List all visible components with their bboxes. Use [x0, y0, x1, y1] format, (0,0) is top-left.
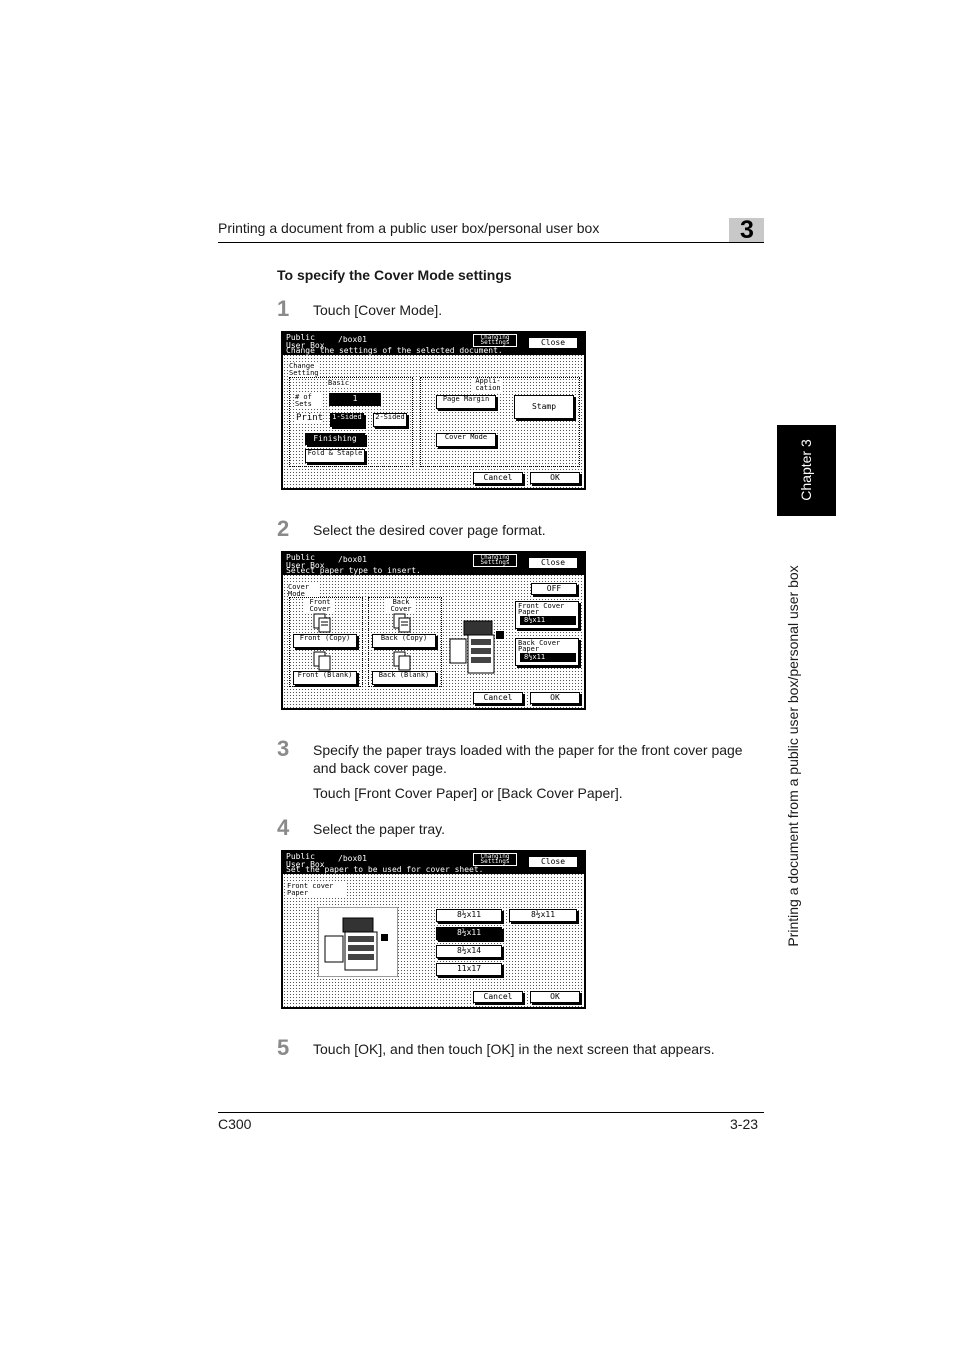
footer-page-number: 3-23: [730, 1116, 759, 1132]
back-cover-paper-size: 8½x11: [520, 653, 576, 662]
back-copy-icon: [393, 613, 411, 633]
back-blank-button[interactable]: Back (Blank): [372, 671, 436, 685]
step-text: Select the paper tray.: [313, 821, 446, 837]
screen-title-bar: Public User Box /box01 Changing Settings…: [283, 553, 584, 575]
one-sided-button[interactable]: 1-Sided: [330, 413, 364, 427]
back-copy-button[interactable]: Back (Copy): [372, 634, 436, 648]
front-blank-icon: [313, 651, 331, 671]
application-panel: [420, 377, 580, 467]
close-button[interactable]: Close: [528, 557, 578, 569]
step-number: 4: [277, 815, 290, 840]
cover-mode-label: Cover Mode: [288, 584, 318, 598]
screen-title-bar: Public User Box /box01 Changing Settings…: [283, 333, 584, 355]
front-cover-paper-size: 8½x11: [520, 616, 576, 625]
screen-cover-mode: Public User Box /box01 Changing Settings…: [281, 551, 586, 710]
box-path: /box01: [338, 335, 367, 344]
box-path: /box01: [338, 555, 367, 564]
back-blank-icon: [393, 651, 411, 671]
front-cover-paper-button[interactable]: Front Cover Paper 8½x11: [515, 601, 579, 629]
close-button[interactable]: Close: [528, 856, 578, 868]
back-cover-paper-button[interactable]: Back Cover Paper 8½x11: [515, 638, 579, 666]
front-copy-icon: [313, 613, 331, 633]
chapter-side-tab: [777, 425, 836, 516]
cancel-button[interactable]: Cancel: [473, 991, 523, 1003]
cancel-button[interactable]: Cancel: [473, 692, 523, 704]
section-title: To specify the Cover Mode settings: [277, 267, 512, 283]
screen-message: Select paper type to insert.: [286, 566, 421, 575]
fold-staple-button[interactable]: Fold & Staple: [305, 449, 365, 463]
cancel-button[interactable]: Cancel: [473, 472, 523, 484]
sets-label: # of Sets: [295, 394, 323, 408]
sets-value[interactable]: 1: [329, 393, 381, 406]
cover-mode-button[interactable]: Cover Mode: [436, 433, 496, 447]
page-margin-button[interactable]: Page Margin: [436, 395, 496, 409]
changing-settings-label: Changing Settings: [473, 853, 517, 866]
basic-label: Basic: [328, 379, 350, 387]
step-text: Select the desired cover page format.: [313, 522, 546, 538]
box-path: /box01: [338, 854, 367, 863]
step-number: 3: [277, 736, 290, 761]
step-text: Touch [OK], and then touch [OK] in the n…: [313, 1041, 715, 1057]
changing-settings-label: Changing Settings: [473, 334, 517, 347]
running-header-title: Printing a document from a public user b…: [218, 220, 600, 236]
front-copy-button[interactable]: Front (Copy): [293, 634, 357, 648]
changing-settings-label: Changing Settings: [473, 554, 517, 567]
box-label: Public User Box: [286, 333, 325, 350]
chapter-number: 3: [740, 216, 754, 244]
side-tab-chapter-label: Chapter 3: [798, 439, 814, 501]
tray-2-button[interactable]: 8½x11: [436, 927, 502, 940]
back-cover-paper-label: Back Cover Paper: [518, 639, 561, 653]
off-button[interactable]: OFF: [531, 583, 577, 595]
step-number: 2: [277, 516, 290, 541]
stamp-button[interactable]: Stamp: [514, 395, 574, 419]
tray-3-button[interactable]: 8½x14: [436, 945, 502, 958]
screen-change-settings: Public User Box /box01 Changing Settings…: [281, 331, 586, 490]
footer-model: C300: [218, 1116, 252, 1132]
tray-4-button[interactable]: 11x17: [436, 963, 502, 976]
screen-message: Change the settings of the selected docu…: [286, 346, 503, 355]
back-cover-label: Back Cover: [386, 599, 416, 613]
printer-machine-icon: [324, 917, 388, 971]
back-cover-panel: [368, 597, 442, 687]
screen-message: Set the paper to be used for cover sheet…: [286, 865, 484, 874]
ok-button[interactable]: OK: [530, 991, 580, 1003]
step-text: Touch [Cover Mode].: [313, 302, 443, 318]
close-button[interactable]: Close: [528, 337, 578, 349]
step-number: 5: [277, 1035, 290, 1060]
box-label: Public User Box: [286, 553, 325, 570]
printer-machine-icon: [449, 620, 504, 674]
footer-rule: [218, 1112, 764, 1113]
screen-select-tray: Public User Box /box01 Changing Settings…: [281, 850, 586, 1009]
chapter-number-box: [729, 218, 764, 242]
step-number: 1: [277, 296, 290, 321]
ok-button[interactable]: OK: [530, 472, 580, 484]
two-sided-button[interactable]: 2-Sided: [373, 413, 407, 427]
screen-title-bar: Public User Box /box01 Changing Settings…: [283, 852, 584, 874]
front-cover-paper-label: Front Cover Paper: [518, 602, 565, 616]
print-label: Print: [296, 413, 324, 423]
ok-button[interactable]: OK: [530, 692, 580, 704]
front-cover-label: Front Cover: [305, 599, 335, 613]
front-cover-paper-label: Front cover Paper: [287, 883, 347, 897]
front-cover-panel: [289, 597, 363, 687]
tray-1-button[interactable]: 8½x11: [436, 909, 502, 922]
side-tab-title: Printing a document from a public user b…: [785, 565, 801, 947]
header-rule: [218, 242, 764, 243]
finishing-button[interactable]: Finishing: [305, 433, 365, 445]
change-setting-label: Change Setting: [289, 362, 319, 377]
bypass-tray-button[interactable]: 8½x11: [509, 909, 577, 922]
box-label: Public User Box: [286, 852, 325, 869]
front-blank-button[interactable]: Front (Blank): [293, 671, 357, 685]
basic-panel: [289, 377, 413, 467]
application-label: Appli-cation: [473, 378, 503, 392]
step-subtext: Touch [Front Cover Paper] or [Back Cover…: [313, 785, 623, 801]
step-text: Specify the paper trays loaded with the …: [313, 742, 743, 776]
